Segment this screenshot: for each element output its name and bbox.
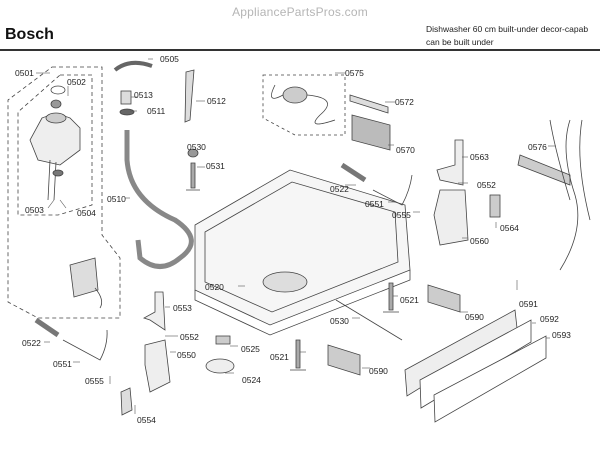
part-label-0576[interactable]: 0576 bbox=[528, 142, 547, 152]
connector-part[interactable] bbox=[489, 194, 501, 218]
part-label-0563[interactable]: 0563 bbox=[470, 152, 489, 162]
part-label-0525[interactable]: 0525 bbox=[241, 344, 260, 354]
hinge-bracket-left-part[interactable] bbox=[144, 339, 171, 393]
part-label-0553[interactable]: 0553 bbox=[173, 303, 192, 313]
base-tub-part[interactable] bbox=[194, 169, 411, 336]
cover-strip-part[interactable] bbox=[349, 94, 389, 114]
part-label-0513[interactable]: 0513 bbox=[134, 90, 153, 100]
door-cable-part[interactable] bbox=[372, 174, 413, 206]
part-label-0593[interactable]: 0593 bbox=[552, 330, 571, 340]
pump-subgroup-boundary bbox=[17, 74, 93, 216]
leveling-foot-part[interactable] bbox=[290, 339, 306, 371]
switch-part[interactable] bbox=[215, 335, 231, 345]
part-label-0551[interactable]: 0551 bbox=[365, 199, 384, 209]
drain-hose-part[interactable] bbox=[124, 130, 194, 269]
part-label-0503[interactable]: 0503 bbox=[25, 205, 44, 215]
part-label-0521-right[interactable]: 0521 bbox=[400, 295, 419, 305]
part-label-0505[interactable]: 0505 bbox=[160, 54, 179, 64]
part-label-0552[interactable]: 0552 bbox=[477, 180, 496, 190]
part-label-0570[interactable]: 0570 bbox=[396, 145, 415, 155]
threaded-rod-part[interactable] bbox=[340, 162, 367, 183]
part-label-0520[interactable]: 0520 bbox=[205, 282, 224, 292]
power-cord-part[interactable] bbox=[271, 84, 336, 125]
pump-bracket[interactable] bbox=[69, 257, 103, 309]
part-label-0524[interactable]: 0524 bbox=[242, 375, 261, 385]
hose-holder-part[interactable] bbox=[184, 69, 195, 123]
pump-assembly-part[interactable] bbox=[29, 85, 81, 201]
leveling-foot-2-part[interactable] bbox=[383, 282, 399, 313]
hinge-lever-right-part[interactable] bbox=[436, 139, 464, 186]
part-label-0590-lower[interactable]: 0590 bbox=[369, 366, 388, 376]
part-label-0564[interactable]: 0564 bbox=[500, 223, 519, 233]
pump-group-boundary bbox=[7, 66, 121, 319]
part-label-0560[interactable]: 0560 bbox=[470, 236, 489, 246]
part-label-0511[interactable]: 0511 bbox=[147, 106, 166, 116]
part-label-0572[interactable]: 0572 bbox=[395, 97, 414, 107]
brand-title: Bosch bbox=[5, 26, 54, 43]
door-cable-left-part[interactable] bbox=[62, 329, 108, 361]
threaded-rod-left-part[interactable] bbox=[34, 317, 60, 338]
hose-elbow-part[interactable] bbox=[113, 60, 153, 72]
part-label-0522[interactable]: 0522 bbox=[330, 184, 349, 194]
part-label-0502[interactable]: 0502 bbox=[67, 77, 86, 87]
part-label-0591[interactable]: 0591 bbox=[519, 299, 538, 309]
part-label-0552-left[interactable]: 0552 bbox=[180, 332, 199, 342]
part-label-0504[interactable]: 0504 bbox=[77, 208, 96, 218]
foot-bracket-2-part[interactable] bbox=[427, 284, 461, 313]
wire-harness-part[interactable] bbox=[517, 119, 591, 271]
hinge-lever-left-part[interactable] bbox=[143, 291, 166, 331]
part-label-0555[interactable]: 0555 bbox=[392, 210, 411, 220]
cover-part[interactable] bbox=[351, 114, 391, 151]
header-divider bbox=[0, 49, 600, 51]
hinge-bracket-right-part[interactable] bbox=[433, 189, 469, 246]
part-label-0555-left[interactable]: 0555 bbox=[85, 376, 104, 386]
part-label-0512[interactable]: 0512 bbox=[207, 96, 226, 106]
part-label-0554[interactable]: 0554 bbox=[137, 415, 156, 425]
nut-part[interactable] bbox=[187, 148, 199, 158]
hose-connector-part[interactable] bbox=[120, 90, 132, 105]
part-label-0590[interactable]: 0590 bbox=[465, 312, 484, 322]
part-label-0510[interactable]: 0510 bbox=[107, 194, 126, 204]
model-description-line2: can be built under bbox=[426, 37, 494, 47]
toe-kick-panel-middle-part[interactable] bbox=[419, 319, 532, 409]
part-label-0521[interactable]: 0521 bbox=[270, 352, 289, 362]
part-label-0575[interactable]: 0575 bbox=[345, 68, 364, 78]
part-label-0550[interactable]: 0550 bbox=[177, 350, 196, 360]
screw-part[interactable] bbox=[186, 162, 200, 191]
part-label-0551-left[interactable]: 0551 bbox=[53, 359, 72, 369]
power-cord-boundary bbox=[262, 74, 346, 136]
hinge-cover-part[interactable] bbox=[120, 387, 133, 416]
hose-clamp-part[interactable] bbox=[119, 108, 135, 116]
part-label-0592[interactable]: 0592 bbox=[540, 314, 559, 324]
part-label-0530[interactable]: 0530 bbox=[187, 142, 206, 152]
watermark: AppliancePartsPros.com bbox=[232, 5, 368, 19]
part-label-0501[interactable]: 0501 bbox=[15, 68, 34, 78]
float-disc-part[interactable] bbox=[205, 358, 235, 374]
leader-lines bbox=[36, 58, 556, 414]
model-description-line1: Dishwasher 60 cm built-under decor-capab bbox=[426, 24, 589, 34]
foot-bracket-part[interactable] bbox=[327, 344, 361, 376]
part-label-0531[interactable]: 0531 bbox=[206, 161, 225, 171]
part-label-0522-left[interactable]: 0522 bbox=[22, 338, 41, 348]
model-description: Dishwasher 60 cm built-under decor-capab… bbox=[426, 23, 588, 49]
toe-kick-panel-front-part[interactable] bbox=[433, 335, 547, 423]
cable-rod-part[interactable] bbox=[335, 299, 403, 341]
part-label-0530-lower[interactable]: 0530 bbox=[330, 316, 349, 326]
